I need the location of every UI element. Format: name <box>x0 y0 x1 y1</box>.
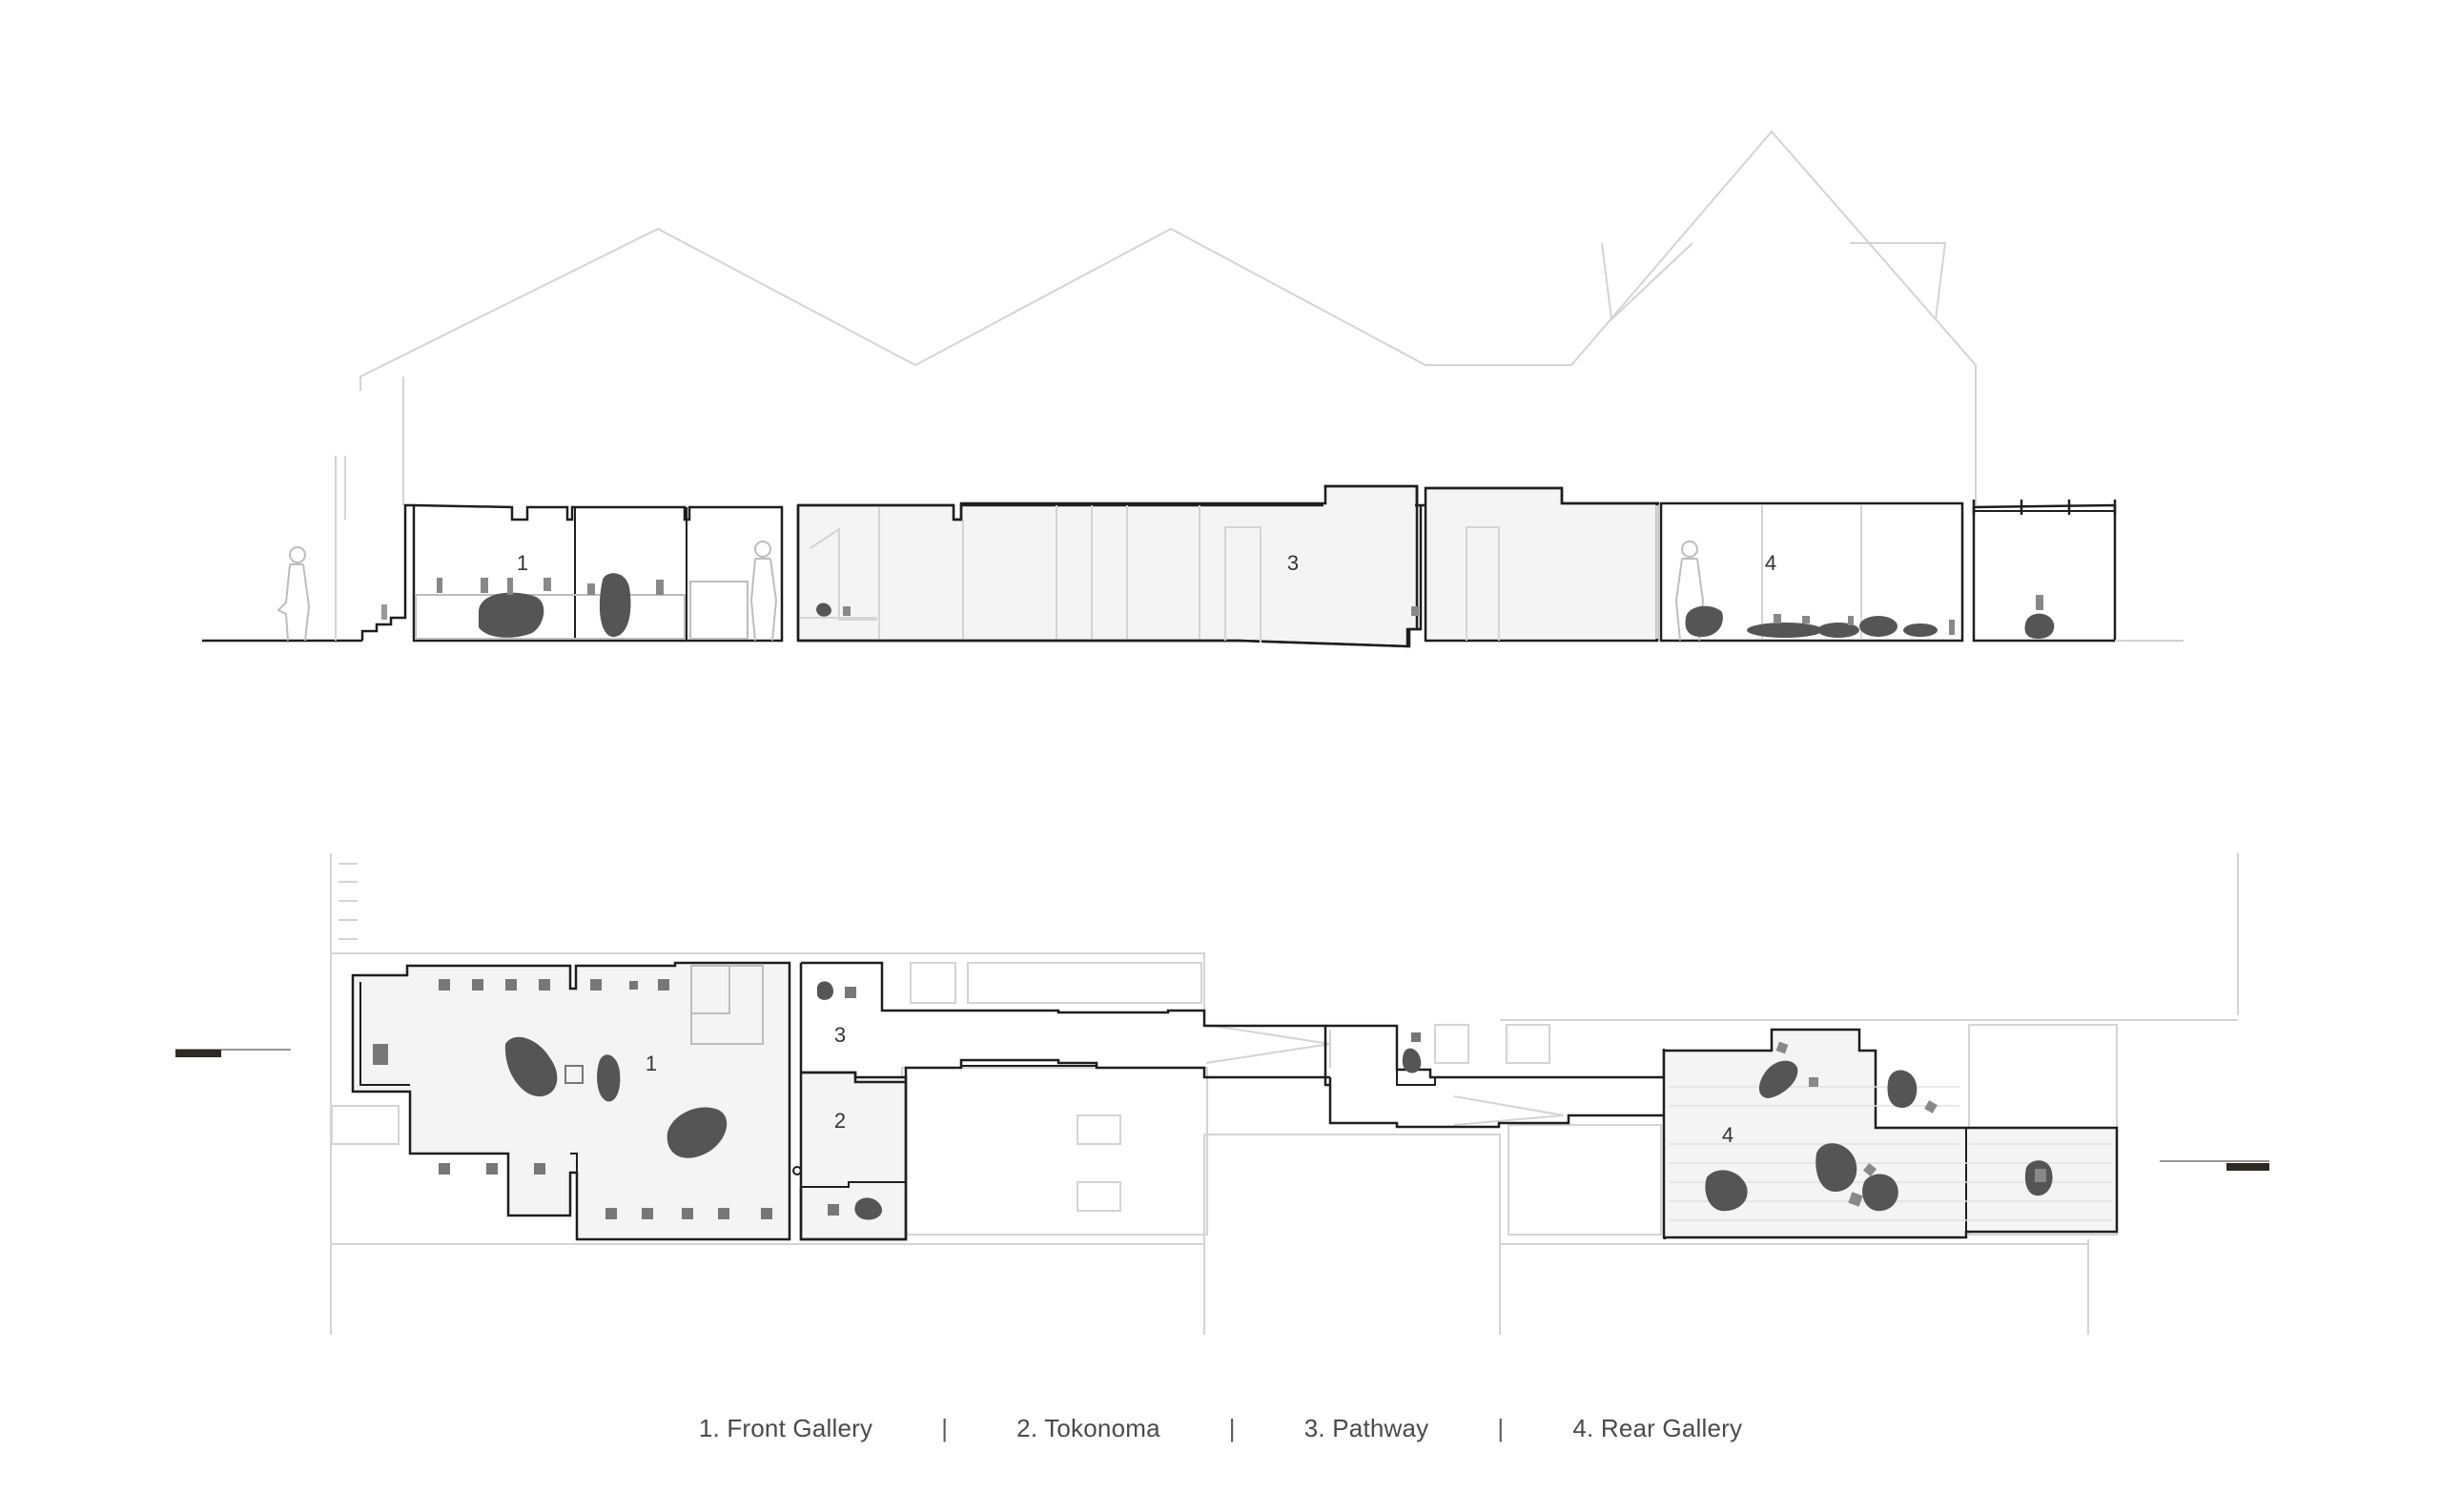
display-plinth <box>415 594 686 640</box>
section-pathway-fill <box>800 488 1419 644</box>
reception-desk <box>689 581 749 640</box>
plan-stone <box>854 1197 883 1220</box>
plan-toilet-niche <box>1396 1026 1436 1086</box>
legend-separator: | <box>1497 1413 1505 1442</box>
plan-front-gallery-notch <box>570 1153 578 1173</box>
plan-stone <box>667 1107 728 1158</box>
section-stone <box>1903 623 1938 637</box>
section-stone <box>599 573 631 638</box>
legend-separator: | <box>1228 1413 1236 1442</box>
plan-stone <box>1862 1174 1898 1212</box>
small-stone <box>1774 614 1781 623</box>
section-label-pathway: 3 <box>1287 551 1299 575</box>
human-figure <box>749 541 778 642</box>
pergola-posts <box>1972 500 2117 515</box>
plan-stone <box>817 981 833 1000</box>
human-figure <box>277 546 311 642</box>
plan-stone <box>504 1036 558 1097</box>
plan-corridor-notch <box>960 1060 1097 1067</box>
entry-steps <box>360 503 414 641</box>
section-label-front-gallery: 1 <box>517 551 528 575</box>
plan-corner-niche <box>690 965 730 1014</box>
section-label-rear-gallery: 4 <box>1765 551 1776 575</box>
section-corridor <box>1424 486 1659 643</box>
plan-stone <box>597 1054 621 1102</box>
pathway-panels <box>800 505 1262 643</box>
legend: 1. Front Gallery | 2. Tokonoma | 3. Path… <box>0 1409 2441 1447</box>
section-stone <box>2024 613 2055 639</box>
plan-front-gallery-inner <box>359 982 410 1086</box>
section-stone <box>1859 616 1897 637</box>
roof-dormer-right <box>1850 242 1947 320</box>
plan-small-plinth <box>564 1065 584 1084</box>
plan-corridor-top <box>1325 1024 1666 1079</box>
plan-display-square <box>828 1204 839 1216</box>
plan-tokonoma <box>799 963 908 1241</box>
legend-item-front-gallery: 1. Front Gallery <box>698 1413 873 1442</box>
section-rear-gallery <box>1659 501 1964 643</box>
small-stone <box>2036 595 2043 610</box>
section-stone <box>1747 623 1823 638</box>
small-stone <box>437 578 442 593</box>
plan-display-square <box>1411 1032 1421 1042</box>
section-front-gallery <box>412 503 784 643</box>
section-pathway-roof <box>798 484 1419 521</box>
section-corridor-roof <box>1426 486 1659 505</box>
plan-tokonoma-bottom <box>799 1077 908 1241</box>
rear-gallery-panels <box>1656 505 1862 639</box>
plan-stone <box>1402 1048 1422 1073</box>
plan-label-pathway: 3 <box>834 1023 846 1047</box>
section-pathway-floor <box>798 627 1421 648</box>
plan-stone <box>1758 1060 1798 1098</box>
plan-label-rear-gallery: 4 <box>1722 1123 1733 1147</box>
small-stone <box>1411 606 1419 616</box>
small-stone <box>1848 616 1854 625</box>
small-stone <box>1802 616 1810 623</box>
floor-plan: 3 1 2 4 <box>175 853 2269 1335</box>
plan-tokonoma-step <box>801 1071 906 1084</box>
plan-label-tokonoma: 2 <box>834 1109 846 1133</box>
plan-corridor-north <box>1328 1077 1667 1239</box>
plan-stone <box>1815 1143 1857 1192</box>
section-stone <box>1817 623 1859 638</box>
plan-display-square <box>845 987 856 998</box>
plan-tokonoma-outline <box>801 961 1330 1087</box>
small-stone <box>843 606 851 616</box>
plan-rear-squares <box>1775 1041 1938 1207</box>
section-corridor-door <box>1466 526 1500 641</box>
plan-label-front-gallery: 1 <box>646 1052 657 1075</box>
legend-separator: | <box>941 1413 949 1442</box>
small-stone <box>544 578 551 591</box>
plan-display-square <box>2035 1169 2046 1182</box>
legend-item-pathway: 3. Pathway <box>1303 1413 1429 1442</box>
section-marker-right <box>2160 1160 2269 1171</box>
roof-dormer-left <box>1601 242 1693 322</box>
section-elevation: 1 3 4 <box>202 130 2184 648</box>
small-stone <box>507 578 513 595</box>
small-stone <box>1949 620 1955 635</box>
section-marker-left <box>175 1049 291 1057</box>
legend-item-tokonoma: 2. Tokonoma <box>1016 1413 1160 1442</box>
plan-tokonoma-wall <box>801 1181 906 1188</box>
plan-display-squares <box>373 979 772 1219</box>
small-stone <box>481 578 488 593</box>
plan-column <box>792 1166 802 1175</box>
small-stone <box>381 604 387 620</box>
legend-item-rear-gallery: 4. Rear Gallery <box>1572 1413 1743 1442</box>
plan-stone <box>1887 1070 1918 1108</box>
small-stone <box>656 580 664 595</box>
plan-front-gallery <box>351 961 791 1241</box>
plan-stone <box>1705 1170 1748 1212</box>
section-stone <box>479 592 544 638</box>
section-stone <box>816 603 831 617</box>
section-stone <box>1685 605 1723 637</box>
plan-corridor-south <box>904 1058 1330 1079</box>
roof-outline <box>359 130 1977 505</box>
small-stone <box>587 583 595 595</box>
